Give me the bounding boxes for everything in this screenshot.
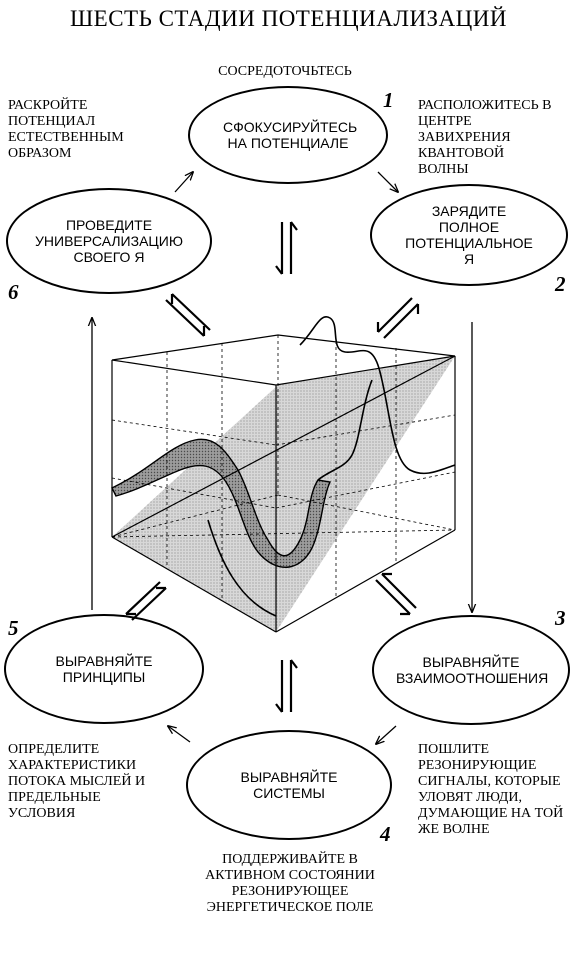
stage-5-number: 5 (8, 616, 19, 640)
exchange-ur-b (383, 303, 420, 339)
arrow-6-to-1 (174, 172, 193, 193)
exchange-ul-b (170, 293, 211, 331)
annotation-bottom-left: ОПРЕДЕЛИТЕ ХАРАКТЕРИСТИКИ ПОТОКА МЫСЛЕЙ … (8, 742, 146, 821)
stage-5-label: ВЫРАВНЯЙТЕ ПРИНЦИПЫ (55, 653, 153, 685)
diagram-title: ШЕСТЬ СТАДИИ ПОТЕНЦИАЛИЗАЦИЙ (69, 6, 508, 31)
stage-5-oval: ВЫРАВНЯЙТЕ ПРИНЦИПЫ (4, 614, 204, 724)
flow-arrows (92, 172, 472, 744)
annotation-top: СОСРЕДОТОЧЬТЕСЬ (218, 64, 352, 79)
annotation-bottom-right: ПОШЛИТЕ РЕЗОНИРУЮЩИЕ СИГНАЛЫ, КОТОРЫЕ УЛ… (418, 742, 564, 837)
stage-3-number: 3 (555, 606, 566, 630)
exchange-arrows (125, 221, 420, 713)
exchange-ul-a (165, 299, 206, 337)
stage-1-oval: СФОКУСИРУЙТЕСЬ НА ПОТЕНЦИАЛЕ (188, 86, 388, 184)
stage-6-oval: ПРОВЕДИТЕ УНИВЕРСАЛИЗАЦИЮ СВОЕГО Я (6, 188, 212, 294)
annotation-top-left: РАСКРОЙТЕ ПОТЕНЦИАЛ ЕСТЕСТВЕННЫМ ОБРАЗОМ (8, 98, 124, 161)
stage-2-label: ЗАРЯДИТЕ ПОЛНОЕ ПОТЕНЦИАЛЬНОЕ Я (405, 203, 533, 267)
annotation-bottom: ПОДДЕРЖИВАЙТЕ В АКТИВНОМ СОСТОЯНИИ РЕЗОН… (205, 852, 375, 915)
stage-2-oval: ЗАРЯДИТЕ ПОЛНОЕ ПОТЕНЦИАЛЬНОЕ Я (370, 184, 568, 286)
arrow-4-to-5 (168, 726, 191, 743)
stage-2-number: 2 (555, 272, 566, 296)
stage-1-number: 1 (383, 88, 394, 112)
stage-6-label: ПРОВЕДИТЕ УНИВЕРСАЛИЗАЦИЮ СВОЕГО Я (35, 217, 183, 265)
stage-3-oval: ВЫРАВНЯЙТЕ ВЗАИМООТНОШЕНИЯ (372, 615, 570, 725)
arrow-1-to-2 (377, 171, 398, 192)
exchange-top-a (275, 222, 284, 275)
stage-1-label: СФОКУСИРУЙТЕСЬ НА ПОТЕНЦИАЛЕ (223, 119, 358, 151)
stage-4-label: ВЫРАВНЯЙТЕ СИСТЕМЫ (240, 769, 338, 801)
exchange-bottom-b (289, 659, 298, 712)
exchange-lr-a (375, 579, 411, 616)
exchange-top-b (289, 221, 298, 274)
arrow-3-to-4 (376, 725, 397, 744)
exchange-lr-b (381, 572, 417, 609)
quantum-cube-illustration (111, 316, 456, 633)
exchange-ur-a (376, 297, 413, 333)
exchange-bottom-a (275, 660, 284, 713)
stage-3-label: ВЫРАВНЯЙТЕ ВЗАИМООТНОШЕНИЯ (396, 654, 549, 686)
stage-4-oval: ВЫРАВНЯЙТЕ СИСТЕМЫ (186, 730, 392, 840)
stage-4-number: 4 (380, 822, 391, 846)
exchange-ll-a (125, 581, 161, 616)
annotation-top-right: РАСПОЛОЖИТЕСЬ В ЦЕНТРЕ ЗАВИХРЕНИЯ КВАНТО… (418, 98, 552, 177)
exchange-ll-b (131, 586, 167, 621)
stage-6-number: 6 (8, 280, 19, 304)
